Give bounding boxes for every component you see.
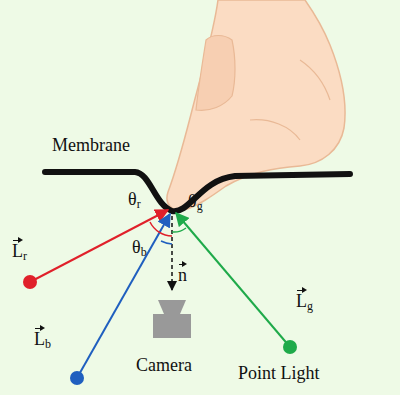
angle-label: θr (128, 190, 141, 211)
angle-arc (172, 228, 186, 232)
normal-vector-label: n (178, 266, 187, 286)
angle-arc (161, 241, 172, 244)
camera-label: Camera (136, 356, 192, 376)
light-vector-label: Lb (34, 330, 51, 351)
camera-body (153, 314, 191, 338)
green-light-ray (176, 213, 290, 347)
light-vector-label: Lr (12, 242, 27, 263)
knuckle-crease (300, 60, 330, 100)
angle-label: θg (188, 192, 203, 213)
membrane-label: Membrane (52, 136, 130, 156)
light-vector-label: Lg (296, 292, 313, 313)
blue-light-source (70, 371, 84, 385)
camera-lens (158, 300, 186, 314)
angle-arc (150, 222, 172, 236)
finger (167, 0, 345, 210)
angle-label: θb (132, 238, 147, 259)
green-light-source (283, 340, 297, 354)
point-light-label: Point Light (238, 364, 320, 384)
red-light-source (23, 275, 37, 289)
fingernail (196, 36, 235, 111)
blue-light-ray (77, 214, 170, 378)
red-light-ray (30, 210, 168, 282)
normal-line (171, 216, 173, 290)
knuckle-crease (250, 120, 300, 140)
